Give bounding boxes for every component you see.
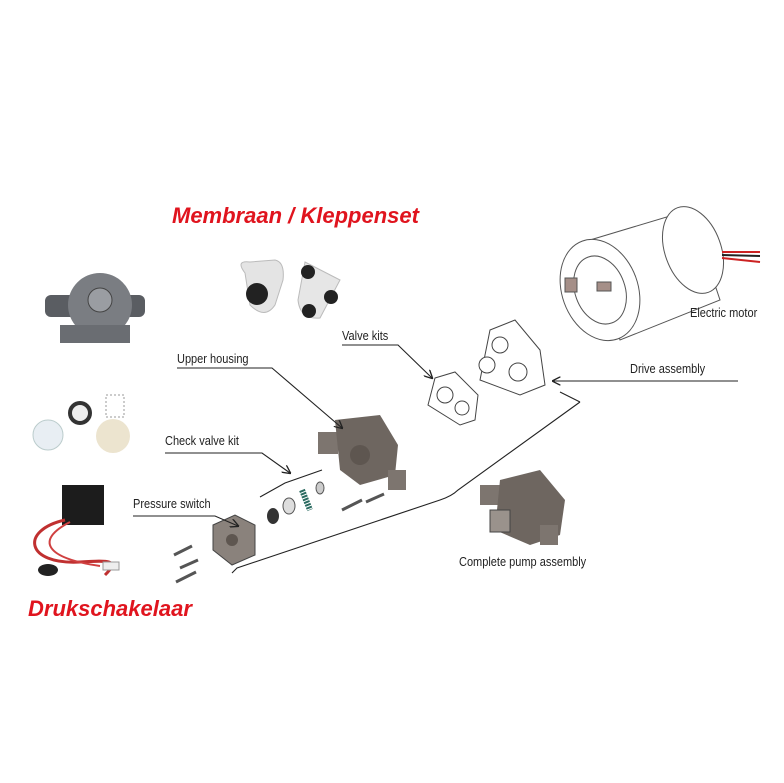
membrane-valve-set-title: Membraan / Kleppenset	[172, 203, 419, 228]
pressure-switch-drawing	[212, 514, 256, 566]
complete-pump-assembly-label: Complete pump assembly	[459, 555, 587, 569]
upper-housing-label: Upper housing	[177, 352, 249, 366]
electric-motor-label: Electric motor	[690, 306, 758, 320]
pressure-switch-photo	[33, 485, 120, 577]
pressure-switch-title-nl: Drukschakelaar	[28, 596, 192, 621]
leader-lines	[133, 344, 738, 574]
check-valve-kit-label: Check valve kit	[165, 434, 239, 448]
electric-motor-drawing	[559, 206, 761, 342]
valve-kits-label: Valve kits	[342, 329, 389, 343]
valve-parts-photo	[32, 394, 130, 453]
lower-housing-photo	[45, 273, 145, 343]
pressure-switch-label: Pressure switch	[133, 497, 211, 511]
drive-assembly-drawing	[478, 319, 546, 396]
membrane-photo	[240, 259, 341, 319]
valve-kits-drawing	[427, 371, 479, 426]
complete-pump-drawing	[480, 470, 565, 545]
screws	[173, 492, 385, 584]
drive-assembly-label: Drive assembly	[630, 362, 706, 376]
check-valve-parts	[267, 481, 325, 524]
upper-housing-drawing	[318, 415, 406, 490]
